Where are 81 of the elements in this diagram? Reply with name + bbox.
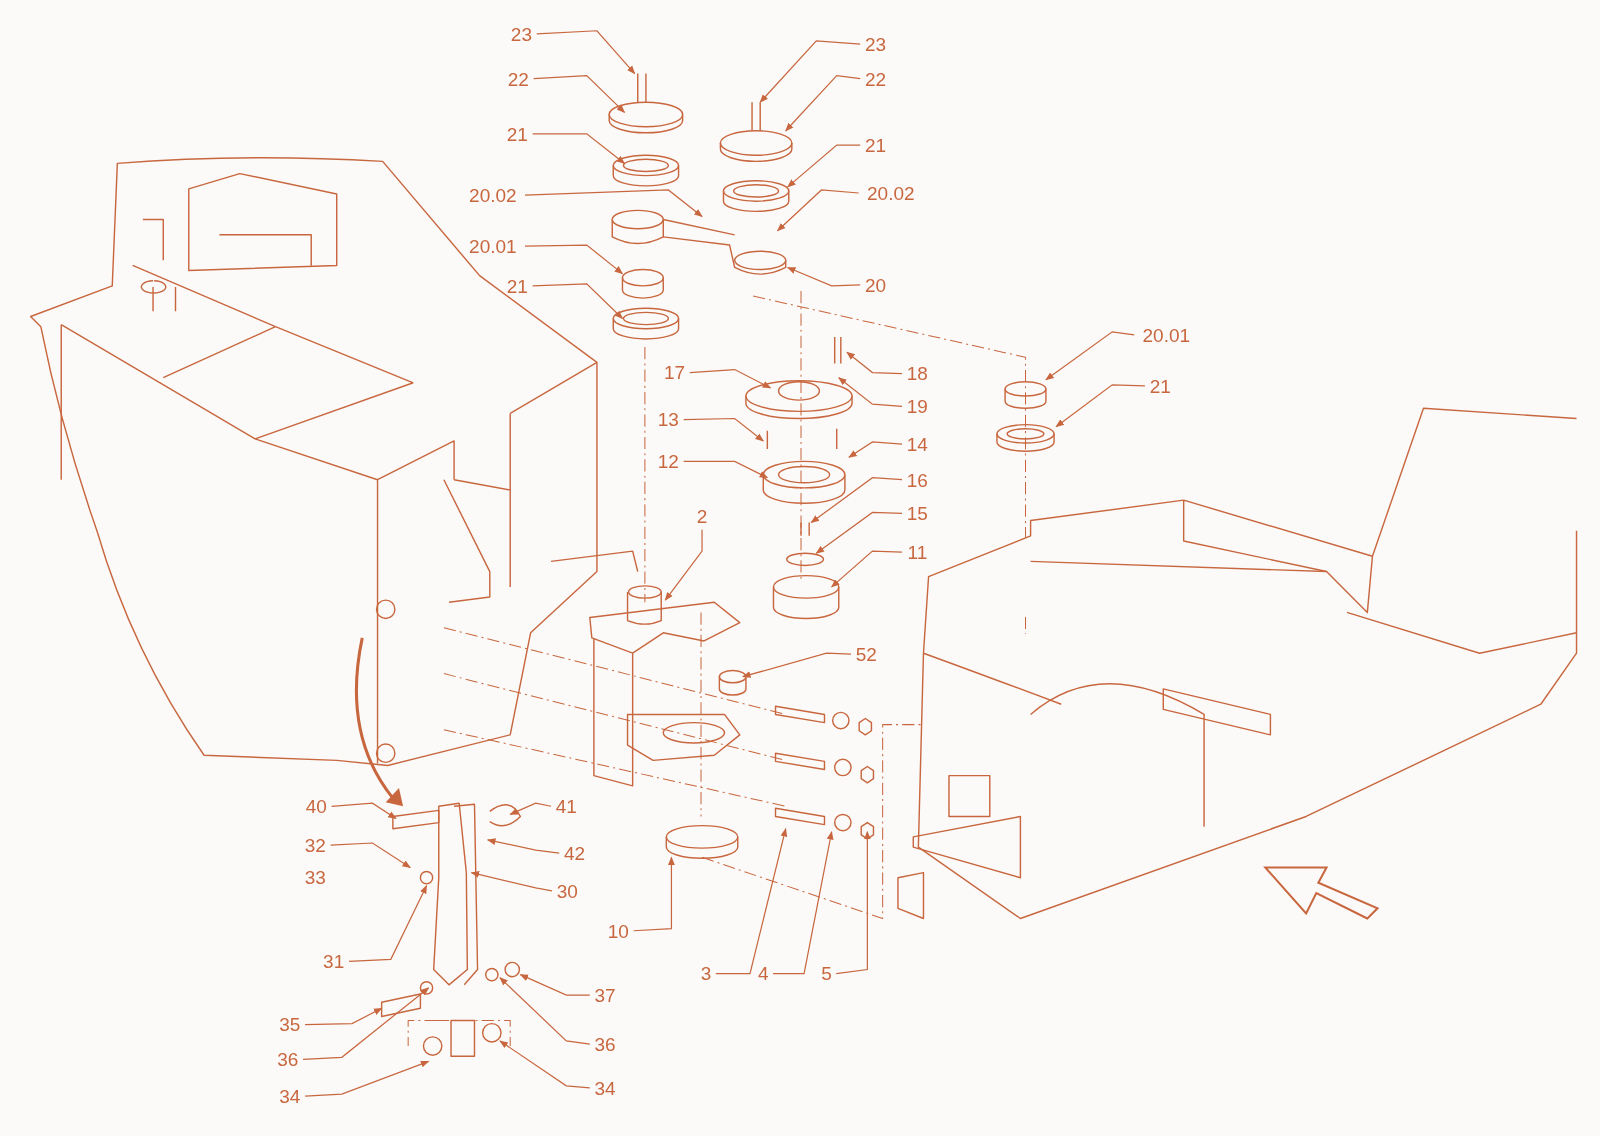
callout-number: 23 (510, 23, 532, 45)
leader-line (776, 189, 860, 232)
leader-line (499, 1040, 591, 1089)
callout-number: 19 (906, 395, 928, 417)
callout-number: 35 (279, 1014, 301, 1035)
leader-line (532, 283, 624, 320)
callout-number: 15 (906, 502, 928, 524)
leader-line (304, 1007, 383, 1026)
callout-number: 5 (821, 962, 832, 984)
callout-number: 11 (907, 541, 928, 563)
callout-number: 2 (696, 505, 708, 527)
callout-number: 30 (556, 880, 578, 902)
leader-line (715, 827, 788, 975)
leader-line (683, 460, 769, 479)
leader-line (519, 974, 591, 996)
leader-line (486, 838, 560, 854)
callout-number: 42 (563, 842, 586, 864)
callout-number: 33 (304, 867, 326, 886)
leader-line (1045, 331, 1135, 381)
leader-line (499, 977, 591, 1045)
callout-number: 21 (1149, 375, 1171, 397)
leader-line (786, 266, 861, 287)
callout-number: 12 (657, 450, 679, 472)
callout-number: 36 (277, 1048, 299, 1070)
leader-line (772, 830, 834, 975)
leader-line (785, 75, 861, 132)
callout-number: 22 (507, 68, 529, 90)
callout-number: 34 (279, 1085, 301, 1107)
callout-number: 32 (304, 834, 326, 856)
callout-number: 13 (657, 408, 679, 430)
leader-line (831, 550, 903, 588)
leader-line (787, 144, 861, 188)
callout-number: 21 (506, 275, 528, 297)
leader-line (835, 830, 871, 975)
callout-number: 18 (906, 362, 928, 384)
leader-line (536, 30, 636, 75)
leader-line (304, 1060, 430, 1097)
leader-line (302, 987, 430, 1060)
callout-number: 4 (757, 962, 769, 984)
leader-line (470, 871, 553, 892)
leader-line (810, 477, 903, 524)
callout-number: 22 (864, 68, 887, 90)
callout-number: 23 (864, 33, 887, 55)
callout-number: 16 (906, 469, 928, 491)
callout-number: 21 (506, 123, 528, 145)
leader-line (815, 511, 903, 554)
callout-number: 41 (555, 795, 577, 817)
leader-line (331, 802, 397, 820)
leader-line (1055, 384, 1146, 428)
leader-line (348, 885, 428, 962)
leader-line (633, 856, 675, 932)
callout-number: 21 (864, 134, 887, 156)
callout-number: 40 (305, 795, 327, 817)
leader-line (524, 189, 703, 218)
callout-number: 20.02 (469, 184, 517, 206)
callout-number: 20.01 (469, 235, 517, 257)
leader-line (683, 417, 764, 442)
leader-line (759, 40, 861, 103)
callout-number: 20.02 (867, 182, 915, 204)
leader-line (524, 244, 624, 275)
leader-line (509, 802, 552, 816)
leader-line (742, 652, 852, 678)
leader-line (689, 368, 772, 389)
leader-line (838, 377, 903, 407)
callout-number: 20 (864, 274, 887, 296)
callout-number: 37 (594, 984, 616, 1006)
leader-line (664, 529, 703, 601)
leader-line (532, 133, 626, 164)
callout-number: 36 (594, 1033, 616, 1055)
leader-line (848, 441, 903, 458)
callout-number: 34 (594, 1077, 616, 1099)
callout-number: 3 (700, 962, 712, 984)
callout-number: 20.01 (1142, 324, 1191, 346)
callout-number: 52 (855, 643, 877, 665)
callout-number: 14 (906, 433, 928, 455)
leader-line (533, 75, 626, 113)
callout-number: 17 (663, 361, 686, 383)
callout-number: 10 (607, 920, 629, 942)
leader-line (330, 842, 411, 869)
callout-number: 31 (323, 950, 345, 972)
leader-line (846, 351, 903, 375)
